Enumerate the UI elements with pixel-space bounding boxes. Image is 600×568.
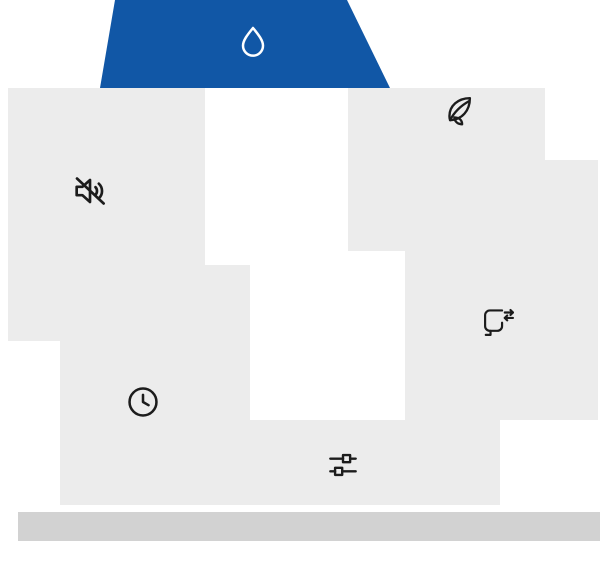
hose-connection-icon	[479, 303, 517, 341]
sliders-icon	[324, 446, 362, 484]
clock-icon	[124, 383, 162, 421]
bottom-bar	[18, 512, 600, 541]
tile-settings[interactable]	[205, 420, 500, 505]
tile-water-connection[interactable]	[405, 160, 598, 420]
water-program-banner[interactable]	[100, 0, 390, 88]
water-drop-icon	[233, 23, 273, 63]
volume-muted-icon	[70, 171, 110, 211]
eco-leaves-icon	[439, 91, 477, 129]
